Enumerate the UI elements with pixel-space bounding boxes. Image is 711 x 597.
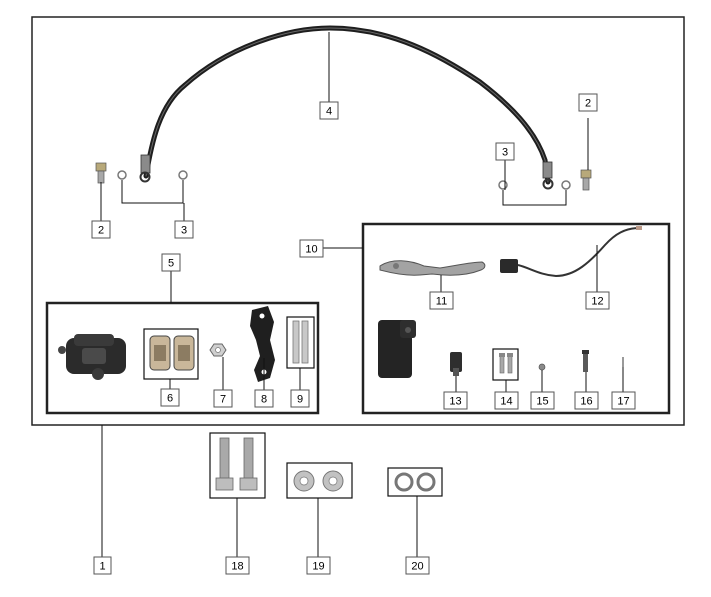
pivot-bolt	[582, 350, 589, 372]
callout-12: 12	[585, 291, 610, 310]
leader-lines	[100, 32, 624, 557]
banjo-bolt-right	[580, 169, 592, 191]
svg-text:10: 10	[305, 244, 317, 256]
callout-2-left: 2	[91, 220, 111, 239]
svg-text:4: 4	[326, 106, 332, 118]
svg-text:11: 11	[436, 296, 447, 308]
assembly-frame	[31, 16, 685, 426]
svg-text:6: 6	[167, 393, 173, 405]
callout-6: 6	[160, 388, 180, 407]
callout-15: 15	[530, 391, 555, 410]
callout-14: 14	[494, 391, 519, 410]
callout-4: 4	[319, 101, 339, 120]
svg-text:16: 16	[580, 396, 592, 408]
large-washers-box	[286, 462, 353, 499]
banjo-bolt-left	[95, 162, 107, 184]
svg-text:15: 15	[536, 396, 548, 408]
svg-text:5: 5	[168, 258, 174, 270]
callout-17: 17	[611, 391, 636, 410]
callout-2-right: 2	[578, 93, 598, 112]
callout-9: 9	[290, 389, 310, 408]
callout-20: 20	[405, 556, 430, 575]
master-cylinder	[378, 320, 416, 378]
sealing-washers	[117, 170, 571, 190]
callout-7: 7	[213, 389, 233, 408]
svg-text:3: 3	[502, 147, 508, 159]
brake-pads-box	[143, 328, 199, 380]
flange-bolts	[215, 437, 258, 491]
svg-text:8: 8	[261, 394, 267, 406]
callout-11: 11	[429, 291, 454, 310]
brake-hose	[139, 25, 554, 190]
small-nut	[538, 363, 546, 371]
svg-text:14: 14	[500, 396, 512, 408]
svg-text:18: 18	[231, 561, 243, 573]
master-cylinder-group-frame	[361, 222, 671, 415]
svg-text:7: 7	[220, 394, 226, 406]
caliper-bracket	[250, 306, 275, 382]
callout-18: 18	[225, 556, 250, 575]
callout-3-right: 3	[495, 142, 515, 161]
screws-box	[492, 348, 519, 381]
callout-10: 10	[299, 239, 324, 258]
svg-text:13: 13	[449, 396, 461, 408]
callout-8: 8	[254, 389, 274, 408]
caliper-group-frame	[45, 301, 320, 415]
nut	[209, 343, 227, 357]
slide-pins-box	[286, 316, 315, 369]
callout-13: 13	[443, 391, 468, 410]
small-switch	[450, 352, 462, 376]
callout-3-left: 3	[174, 220, 194, 239]
svg-text:20: 20	[411, 561, 423, 573]
svg-text:19: 19	[312, 561, 324, 573]
svg-text:2: 2	[585, 98, 591, 110]
svg-text:1: 1	[99, 561, 105, 573]
screws	[499, 353, 513, 374]
large-washers	[293, 470, 344, 492]
thin-washers	[394, 472, 436, 492]
svg-text:3: 3	[181, 225, 187, 237]
svg-text:17: 17	[617, 396, 629, 408]
thin-washers-box	[387, 467, 443, 497]
pin	[622, 357, 624, 367]
svg-text:12: 12	[591, 296, 603, 308]
svg-text:9: 9	[297, 394, 303, 406]
svg-text:2: 2	[98, 225, 104, 237]
brake-lever	[379, 260, 486, 276]
brake-caliper	[58, 334, 126, 380]
slide-pins	[292, 320, 309, 364]
callout-19: 19	[306, 556, 331, 575]
brake-light-switch	[500, 226, 642, 278]
callout-1: 1	[93, 556, 112, 575]
callout-16: 16	[574, 391, 599, 410]
callout-5: 5	[161, 253, 181, 272]
brake-pads	[149, 335, 195, 371]
